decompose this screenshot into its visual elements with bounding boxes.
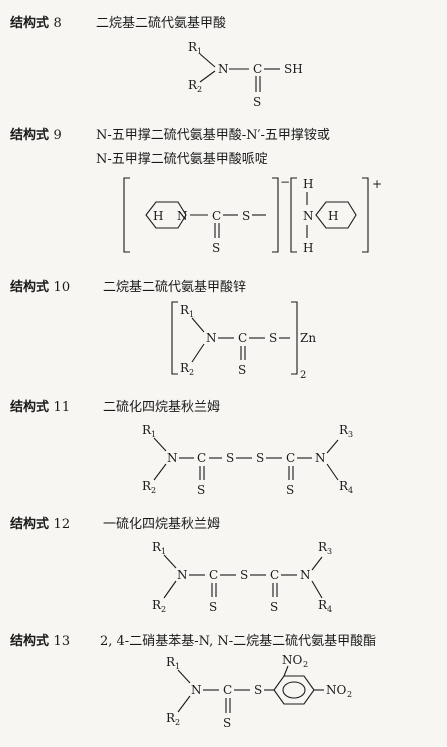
atom-r1: R xyxy=(152,540,162,554)
svg-text:2: 2 xyxy=(175,718,180,727)
atom-c-left: C xyxy=(197,451,206,465)
formula-10-label: 结构式 10 xyxy=(10,280,71,295)
svg-text:2: 2 xyxy=(161,605,166,614)
atom-n: N xyxy=(206,331,217,345)
formula-9-name-alt: N-五甲撑二硫代氨基甲酸哌啶 xyxy=(96,152,268,167)
svg-text:1: 1 xyxy=(197,47,202,56)
charge-minus: − xyxy=(280,175,290,189)
svg-text:4: 4 xyxy=(327,605,332,614)
atom-r3: R xyxy=(318,540,328,554)
nitro-group-para: NO xyxy=(326,683,347,697)
atom-r1: R xyxy=(188,40,198,54)
atom-s-double: S xyxy=(223,716,231,730)
formula-9-structure: H N C S S − H N H H + xyxy=(123,175,382,255)
atom-n-right: N xyxy=(315,451,326,465)
svg-text:1: 1 xyxy=(151,430,156,439)
atom-s: S xyxy=(254,683,262,697)
svg-text:2: 2 xyxy=(303,660,308,669)
zn-subscript: 2 xyxy=(300,370,306,381)
atom-n: N xyxy=(218,62,229,76)
atom-s: S xyxy=(253,95,261,109)
svg-text:2: 2 xyxy=(189,368,194,377)
atom-c: C xyxy=(212,209,221,223)
atom-c: C xyxy=(223,683,232,697)
atom-r1: R xyxy=(166,655,176,669)
atom-n-left: N xyxy=(177,568,188,582)
atom-s-1: S xyxy=(226,451,234,465)
atom-r2: R xyxy=(188,78,198,92)
atom-r2: R xyxy=(142,479,152,493)
atom-s-double-left: S xyxy=(209,600,217,614)
atom-h-top: H xyxy=(303,177,313,191)
formula-10-name: 二烷基二硫代氨基甲酸锌 xyxy=(103,280,247,295)
formula-8-name: 二烷基二硫代氨基甲酸 xyxy=(96,16,227,31)
formula-8-label: 结构式 8 xyxy=(10,16,62,31)
atom-sh: SH xyxy=(284,62,303,76)
atom-s-double-right: S xyxy=(270,600,278,614)
atom-s-double-right: S xyxy=(286,483,294,497)
svg-text:2: 2 xyxy=(151,486,156,495)
atom-r2: R xyxy=(180,361,190,375)
atom-s-double: S xyxy=(212,241,220,255)
nitro-group-top: NO xyxy=(282,653,303,667)
atom-r1: R xyxy=(180,303,190,317)
formula-12-name: 一硫化四烷基秋兰姆 xyxy=(103,517,221,532)
atom-r2: R xyxy=(152,598,162,612)
formula-11-label: 结构式 11 xyxy=(10,400,71,415)
atom-c: C xyxy=(253,62,262,76)
ring-h-right: H xyxy=(328,209,338,223)
atom-h-bottom: H xyxy=(303,241,313,255)
ring-h-left: H xyxy=(153,209,163,223)
formula-13-label: 结构式 13 xyxy=(10,634,71,649)
atom-c-left: C xyxy=(209,568,218,582)
atom-s: S xyxy=(269,331,277,345)
svg-text:1: 1 xyxy=(161,547,166,556)
atom-s-double-left: S xyxy=(197,483,205,497)
formula-13-name: 2, 4-二硝基苯基-N, N-二烷基二硫代氨基甲酸酯 xyxy=(100,634,377,649)
atom-s-double: S xyxy=(238,363,246,377)
svg-text:3: 3 xyxy=(327,547,332,556)
charge-plus: + xyxy=(372,177,382,191)
benzene-aromatic-circle xyxy=(282,681,306,699)
atom-r2: R xyxy=(166,711,176,725)
svg-text:2: 2 xyxy=(197,85,202,94)
atom-n-left: N xyxy=(167,451,178,465)
atom-r1: R xyxy=(142,423,152,437)
svg-text:1: 1 xyxy=(189,310,194,319)
svg-text:4: 4 xyxy=(348,486,353,495)
formula-12-label: 结构式 12 xyxy=(10,517,71,532)
atom-n: N xyxy=(191,683,202,697)
atom-r3: R xyxy=(339,423,349,437)
atom-s-bridge: S xyxy=(240,568,248,582)
atom-c-right: C xyxy=(270,568,279,582)
atom-r4: R xyxy=(339,479,349,493)
atom-c: C xyxy=(238,331,247,345)
benzene-ring xyxy=(273,675,315,705)
atom-s: S xyxy=(242,209,250,223)
ring-n-left: N xyxy=(177,209,188,223)
formula-9-name: N-五甲撑二硫代氨基甲酸-N′-五甲撑铵或 xyxy=(96,128,330,143)
svg-text:2: 2 xyxy=(347,690,352,699)
atom-c-right: C xyxy=(286,451,295,465)
atom-r4: R xyxy=(318,598,328,612)
svg-text:1: 1 xyxy=(175,662,180,671)
atom-n-right: N xyxy=(300,568,311,582)
svg-text:3: 3 xyxy=(348,430,353,439)
atom-n-cation: N xyxy=(303,209,314,223)
atom-zn: Zn xyxy=(300,331,316,345)
formula-11-name: 二硫化四烷基秋兰姆 xyxy=(103,400,221,415)
formula-9-label: 结构式 9 xyxy=(10,128,62,143)
atom-s-2: S xyxy=(256,451,264,465)
